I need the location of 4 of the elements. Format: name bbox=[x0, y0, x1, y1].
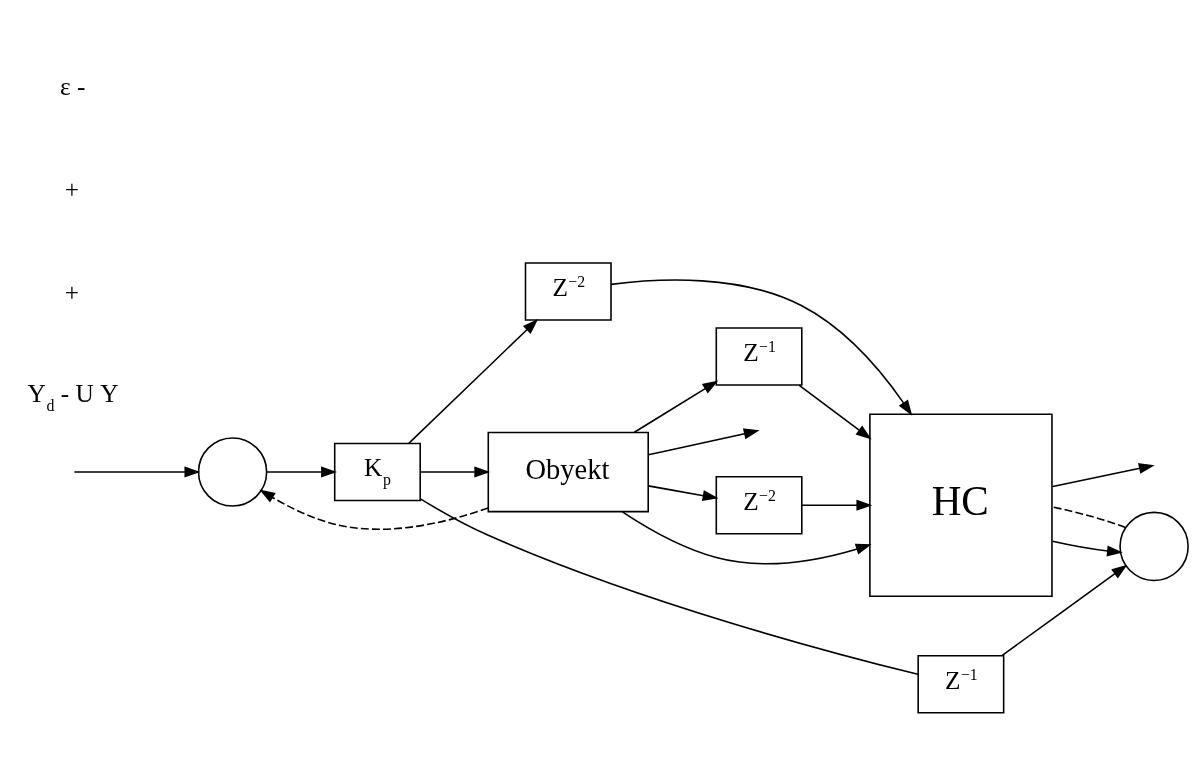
label: ε - bbox=[60, 71, 86, 100]
label: + bbox=[64, 277, 80, 306]
label: + bbox=[64, 174, 80, 203]
label: Y$_{d}$ - U Y bbox=[27, 378, 119, 414]
